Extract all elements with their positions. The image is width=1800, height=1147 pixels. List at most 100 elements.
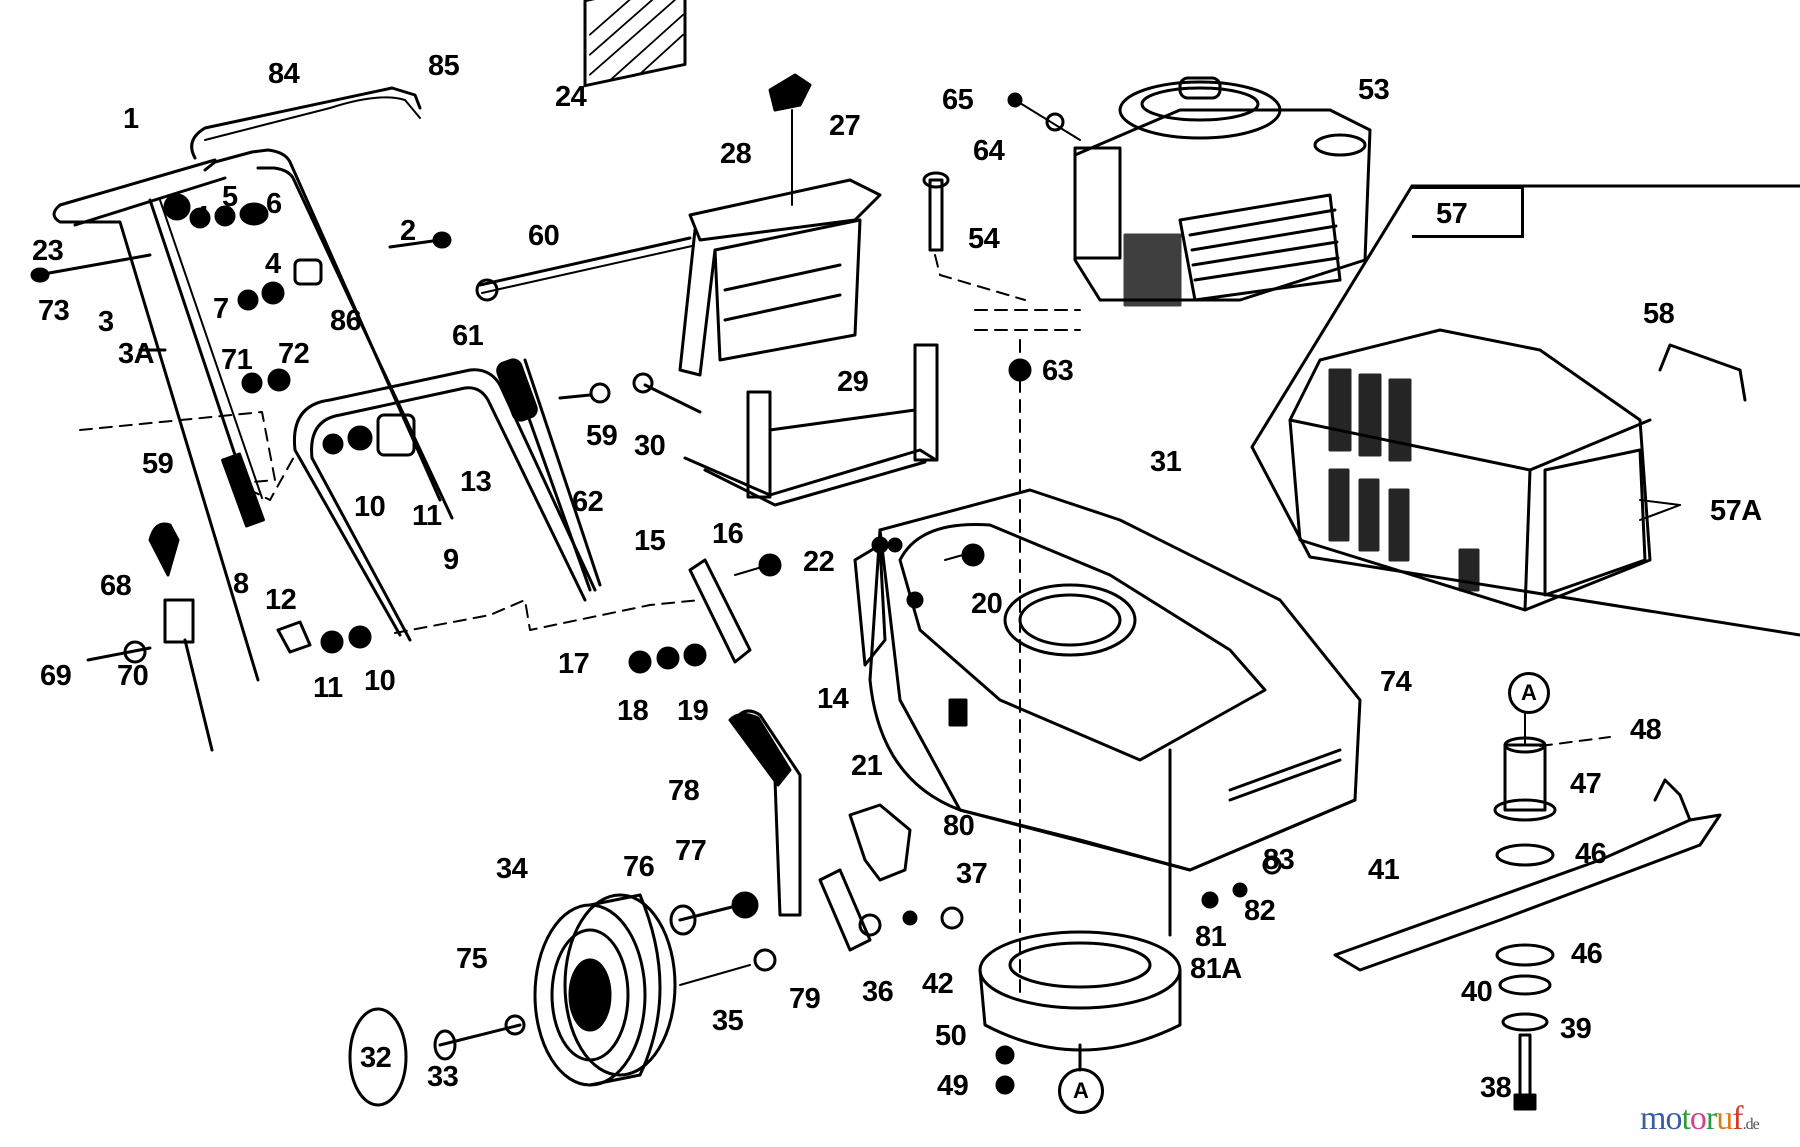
callout-27: 27 xyxy=(829,110,861,142)
callout-49: 49 xyxy=(937,1070,969,1102)
callout-12: 12 xyxy=(265,584,297,616)
callout-34: 34 xyxy=(496,853,528,885)
callout-81: 81 xyxy=(1195,921,1227,953)
blade-adapter-47 xyxy=(1493,736,1557,822)
callout-72: 72 xyxy=(278,338,310,370)
bracket-79 xyxy=(818,868,872,952)
callout-60: 60 xyxy=(528,220,560,252)
callout-32: 32 xyxy=(360,1042,392,1074)
callout-38: 38 xyxy=(1480,1072,1512,1104)
callout-57: 57 xyxy=(1436,198,1468,230)
bolt-2 xyxy=(388,238,442,249)
blade-41 xyxy=(1333,778,1722,972)
callout-76: 76 xyxy=(623,851,655,883)
callout-37: 37 xyxy=(956,858,988,890)
reference-marker-a-top-label: A xyxy=(1521,680,1537,705)
bracket-14 xyxy=(853,543,887,667)
callout-64: 64 xyxy=(973,135,1005,167)
callout-78: 78 xyxy=(668,775,700,807)
callout-22: 22 xyxy=(803,546,835,578)
callout-77: 77 xyxy=(675,835,707,867)
bolt-23 xyxy=(36,253,152,277)
callout-69: 69 xyxy=(40,660,72,692)
callout-10a: 10 xyxy=(354,491,386,523)
callout-57-box: 57 xyxy=(1412,186,1524,238)
callout-11b: 11 xyxy=(313,672,343,704)
watermark-letter: o xyxy=(1689,1100,1707,1137)
callout-80: 80 xyxy=(943,810,975,842)
handle-fasteners xyxy=(138,193,416,654)
label-plate-24 xyxy=(583,0,687,88)
callout-47: 47 xyxy=(1570,768,1602,800)
callout-40: 40 xyxy=(1461,976,1493,1008)
bracket-29 xyxy=(683,343,939,507)
callout-83: 83 xyxy=(1263,844,1295,876)
callout-39: 39 xyxy=(1560,1013,1592,1045)
callout-33: 33 xyxy=(427,1061,459,1093)
callout-63: 63 xyxy=(1042,355,1074,387)
callout-75: 75 xyxy=(456,943,488,975)
callout-46a: 46 xyxy=(1575,838,1607,870)
watermark-letter: t xyxy=(1681,1100,1691,1137)
grass-catcher-57 xyxy=(1250,184,1800,637)
callout-10b: 10 xyxy=(364,665,396,697)
callout-81a: 81A xyxy=(1190,953,1242,985)
upper-handle xyxy=(52,86,454,682)
callout-79: 79 xyxy=(789,983,821,1015)
watermark-letter: u xyxy=(1716,1100,1733,1137)
callout-28: 28 xyxy=(720,138,752,170)
callout-8: 8 xyxy=(233,568,249,600)
callout-3a: 3A xyxy=(118,338,155,370)
height-lever-68 xyxy=(148,522,180,577)
callout-4b: 4 xyxy=(265,248,281,280)
callout-85: 85 xyxy=(428,50,460,82)
bracket-15 xyxy=(688,558,752,664)
callout-65: 65 xyxy=(942,84,974,116)
wheel-34 xyxy=(533,893,677,1087)
callout-5: 5 xyxy=(222,181,238,213)
dashed-frame xyxy=(79,411,276,485)
callout-71: 71 xyxy=(221,344,253,376)
callout-73: 73 xyxy=(38,295,70,327)
reference-marker-a-bottom: A xyxy=(1058,1068,1104,1114)
callout-50: 50 xyxy=(935,1020,967,1052)
callout-11a: 11 xyxy=(412,500,442,532)
callout-82: 82 xyxy=(1244,895,1276,927)
lower-handle xyxy=(292,368,597,642)
callout-7: 7 xyxy=(213,293,229,325)
callout-1: 1 xyxy=(123,103,139,135)
callout-2: 2 xyxy=(400,215,416,247)
callout-84: 84 xyxy=(268,58,300,90)
callout-61: 61 xyxy=(452,320,484,352)
callout-74: 74 xyxy=(1380,666,1412,698)
callout-17: 17 xyxy=(558,648,590,680)
callout-59a: 59 xyxy=(586,420,618,452)
handle-58 xyxy=(1658,343,1747,402)
callout-57a: 57A xyxy=(1710,495,1762,527)
callout-4a: 4 xyxy=(193,201,209,233)
clip-27 xyxy=(768,73,812,112)
callout-58: 58 xyxy=(1643,298,1675,330)
watermark-logo: motoruf.de xyxy=(1640,1100,1760,1138)
reference-marker-a-bottom-label: A xyxy=(1073,1078,1089,1103)
callout-14: 14 xyxy=(817,683,849,715)
callout-70: 70 xyxy=(117,660,149,692)
hubcap-32 xyxy=(348,1007,408,1107)
callout-53: 53 xyxy=(1358,74,1390,106)
watermark-letter: m xyxy=(1640,1100,1666,1137)
engine-53 xyxy=(1073,76,1372,307)
callout-54: 54 xyxy=(968,223,1000,255)
reference-marker-a-top: A xyxy=(1508,672,1550,714)
callout-31: 31 xyxy=(1150,446,1182,478)
callout-46b: 46 xyxy=(1571,938,1603,970)
watermark-letter: f xyxy=(1732,1100,1743,1137)
callout-18: 18 xyxy=(617,695,649,727)
cable-84 xyxy=(204,96,421,141)
callout-13: 13 xyxy=(460,466,492,498)
rod-60 xyxy=(478,236,692,287)
callout-23: 23 xyxy=(32,235,64,267)
callout-15: 15 xyxy=(634,525,666,557)
callout-6: 6 xyxy=(266,188,282,220)
callout-19: 19 xyxy=(677,695,709,727)
